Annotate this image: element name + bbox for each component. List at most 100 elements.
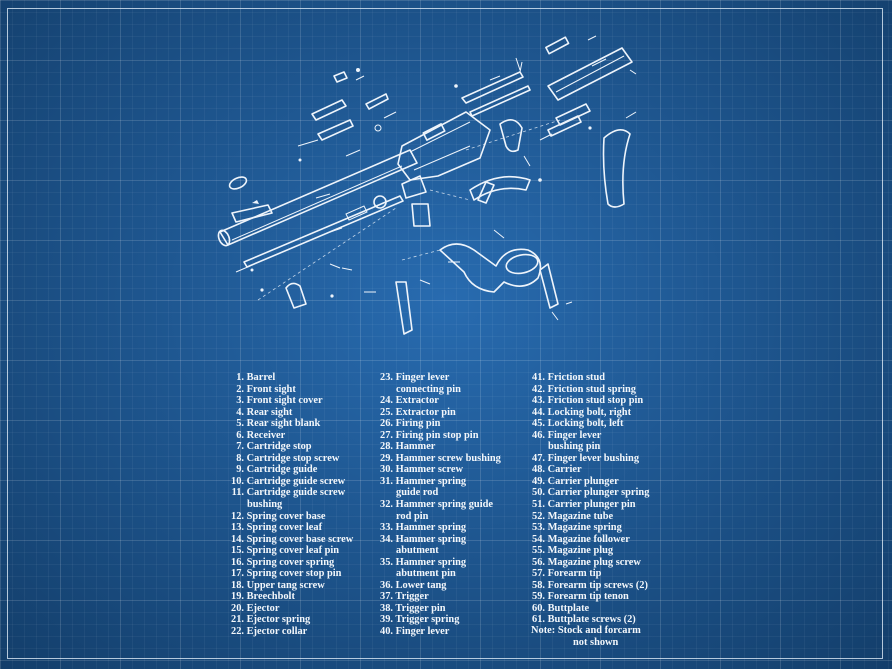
legend-item: 7. Cartridge stop bbox=[226, 441, 353, 453]
receiver-drawing bbox=[397, 111, 491, 181]
legend-item-label: Carrier plunger bbox=[547, 475, 619, 487]
legend-item-number: 14. bbox=[231, 533, 244, 545]
legend-item: 21. Ejector spring bbox=[226, 614, 353, 626]
legend-item-label: Hammer spring bbox=[395, 522, 467, 534]
legend-item: 43. Friction stud stop pin bbox=[528, 395, 649, 407]
legend-item-number: 48. bbox=[532, 464, 545, 476]
legend-item-label: Carrier plunger pin bbox=[547, 499, 636, 511]
legend-item-label: Rear sight bbox=[246, 406, 293, 418]
legend-item-number: 18. bbox=[231, 579, 244, 591]
legend-item: 51. Carrier plunger pin bbox=[528, 499, 649, 511]
legend-item-label: Friction stud bbox=[547, 372, 606, 383]
legend-item-label: Forearm tip bbox=[547, 568, 602, 580]
legend-item-number: 28. bbox=[380, 441, 393, 453]
blueprint-border bbox=[7, 8, 883, 659]
legend-item-number: 36. bbox=[380, 579, 393, 591]
legend-item: 5. Rear sight blank bbox=[226, 418, 353, 430]
legend-item-label: Cartridge guide bbox=[246, 464, 318, 476]
legend-item-number: 55. bbox=[532, 545, 545, 557]
legend-item-label: Magazine plug screw bbox=[547, 556, 641, 568]
legend-item-label-continued: abutment pin bbox=[396, 568, 456, 580]
legend-item-label: Finger lever bbox=[395, 372, 450, 383]
legend-item-label: Forearm tip screws (2) bbox=[547, 579, 648, 591]
legend-item: 56. Magazine plug screw bbox=[528, 557, 649, 569]
legend-item: 61. Buttplate screws (2) bbox=[528, 614, 649, 626]
legend-item-label: Finger lever bushing bbox=[547, 452, 640, 464]
legend-item: 3. Front sight cover bbox=[226, 395, 353, 407]
legend-item: 41. Friction stud bbox=[528, 372, 649, 384]
legend-item-label: Magazine follower bbox=[547, 533, 630, 545]
legend-item-number: 29. bbox=[380, 452, 393, 464]
breechbolt-drawing bbox=[515, 35, 633, 101]
legend-item: 24. Extractor bbox=[376, 395, 501, 407]
legend-item: 45. Locking bolt, left bbox=[528, 418, 649, 430]
legend-item: 25. Extractor pin bbox=[376, 407, 501, 419]
legend-item-label: Cartridge guide screw bbox=[246, 487, 346, 499]
legend-item-label: Extractor pin bbox=[395, 406, 456, 418]
legend-item: 8. Cartridge stop screw bbox=[226, 453, 353, 465]
legend-item-label: Locking bolt, right bbox=[547, 406, 632, 418]
legend-item-label: Front sight cover bbox=[246, 395, 323, 407]
legend-item-label: Spring cover leaf pin bbox=[246, 545, 340, 557]
legend-item: 50. Carrier plunger spring bbox=[528, 487, 649, 499]
firing-pin-drawing bbox=[461, 71, 531, 117]
legend-item: 28. Hammer bbox=[376, 441, 501, 453]
legend-item-number: 53. bbox=[532, 522, 545, 534]
legend-item: 57. Forearm tip bbox=[528, 568, 649, 580]
legend-item-label: Spring cover stop pin bbox=[246, 568, 342, 580]
legend-item-label: Friction stud stop pin bbox=[547, 395, 644, 407]
legend-item-label: Forearm tip tenon bbox=[547, 591, 629, 603]
legend-item-number: 5. bbox=[236, 418, 244, 430]
legend-item-label: Spring cover base bbox=[246, 510, 326, 522]
legend-item: 36. Lower tang bbox=[376, 580, 501, 592]
legend-item-number: 4. bbox=[236, 406, 244, 418]
note-text-continued: not shown bbox=[573, 636, 619, 648]
legend-item-label: Cartridge stop screw bbox=[246, 452, 340, 464]
legend-item-number: 1. bbox=[236, 372, 244, 383]
legend-item: 52. Magazine tube bbox=[528, 511, 649, 523]
legend-item-number: 39. bbox=[380, 614, 393, 626]
legend-item-label: Locking bolt, left bbox=[547, 418, 624, 430]
legend-item-label: Hammer screw bushing bbox=[395, 452, 501, 464]
legend-item-label: Trigger pin bbox=[395, 602, 446, 614]
legend-item-label: Cartridge guide screw bbox=[246, 475, 346, 487]
legend-item-label: Hammer spring guide bbox=[395, 499, 493, 511]
legend-item: 4. Rear sight bbox=[226, 407, 353, 419]
legend-item-number: 12. bbox=[231, 510, 244, 522]
legend-item-label: Rear sight blank bbox=[246, 418, 321, 430]
legend-item-number: 3. bbox=[236, 395, 244, 407]
legend-item-label: Breechbolt bbox=[246, 591, 295, 603]
legend-item-number: 60. bbox=[532, 602, 545, 614]
legend-item-label: Carrier bbox=[547, 464, 582, 476]
legend-item-label: Buttplate bbox=[547, 602, 590, 614]
legend-item: 18. Upper tang screw bbox=[226, 580, 353, 592]
legend-item-number: 24. bbox=[380, 395, 393, 407]
legend-item-number: 51. bbox=[532, 499, 545, 511]
legend-item-number: 16. bbox=[231, 556, 244, 568]
legend-item: 53. Magazine spring bbox=[528, 522, 649, 534]
legend-item: 26. Firing pin bbox=[376, 418, 501, 430]
legend-item: 39. Trigger spring bbox=[376, 614, 501, 626]
legend-item-label: Ejector spring bbox=[246, 614, 311, 626]
legend-item-number: 2. bbox=[236, 383, 244, 395]
legend-item: 16. Spring cover spring bbox=[226, 557, 353, 569]
legend-item: 1. Barrel bbox=[226, 372, 353, 384]
legend-item: 59. Forearm tip tenon bbox=[528, 591, 649, 603]
legend-item-number: 22. bbox=[231, 626, 244, 638]
legend-item-number: 6. bbox=[236, 429, 244, 441]
legend-item-number: 50. bbox=[532, 487, 545, 499]
legend-item-label: Front sight bbox=[246, 383, 296, 395]
legend-item-number: 21. bbox=[231, 614, 244, 626]
legend-item-label: Buttplate screws (2) bbox=[547, 614, 636, 626]
legend-item: 42. Friction stud spring bbox=[528, 384, 649, 396]
legend-item-label: Ejector bbox=[246, 602, 280, 614]
legend-item-number: 37. bbox=[380, 591, 393, 603]
carrier-drawing bbox=[315, 175, 431, 233]
forearm-tip-drawing bbox=[539, 263, 573, 321]
